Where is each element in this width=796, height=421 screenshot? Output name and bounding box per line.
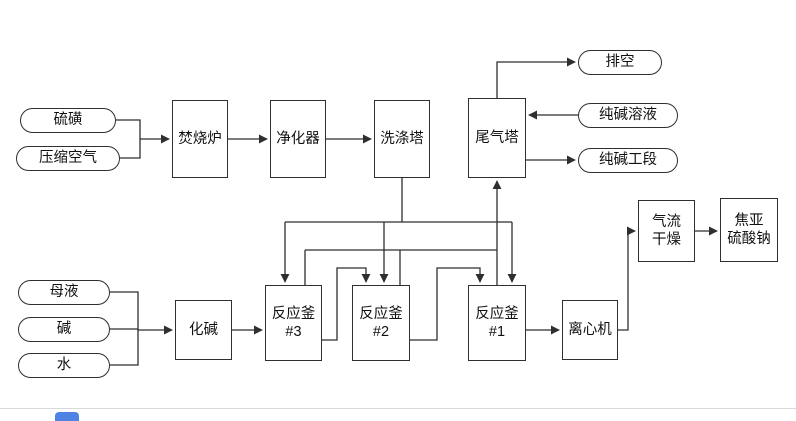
- node-soda-solution: 纯碱溶液: [578, 103, 678, 128]
- node-reactor-1: 反应釜 #1: [468, 285, 526, 361]
- edge-reactor2-to-reactor1: [410, 267, 485, 341]
- bottom-left-control[interactable]: [55, 412, 79, 421]
- edge-compressed-air-join: [120, 139, 141, 159]
- node-vent: 排空: [578, 50, 662, 75]
- edge-water-join: [110, 330, 139, 366]
- bottom-divider: [0, 408, 796, 409]
- node-alkali: 碱: [18, 317, 110, 342]
- node-air-drying: 气流 干燥: [638, 200, 695, 262]
- node-product: 焦亚 硫酸钠: [720, 198, 778, 262]
- node-reactor-2: 反应釜 #2: [352, 285, 410, 361]
- node-washing-tower: 洗涤塔: [374, 100, 430, 178]
- edge-sulfur-to-incinerator: [116, 119, 170, 144]
- edge-mother-liquor-feed: [110, 291, 173, 335]
- node-compressed-air: 压缩空气: [16, 146, 120, 171]
- node-tail-gas-tower: 尾气塔: [468, 98, 526, 178]
- node-soda-section: 纯碱工段: [578, 148, 678, 173]
- node-reactor-3: 反应釜 #3: [265, 285, 322, 361]
- node-alkali-dissolving: 化碱: [175, 300, 232, 360]
- node-centrifuge: 离心机: [562, 300, 618, 360]
- node-incinerator: 焚烧炉: [172, 100, 228, 178]
- node-purifier: 净化器: [270, 100, 326, 178]
- edge-tower-to-vent: [496, 57, 576, 98]
- edge-centrifuge-to-air-drying: [618, 226, 636, 331]
- node-water: 水: [18, 353, 110, 378]
- edge-reactor3-to-reactor2: [322, 267, 371, 341]
- node-sulfur: 硫磺: [20, 108, 116, 133]
- node-mother-liquor: 母液: [18, 280, 110, 305]
